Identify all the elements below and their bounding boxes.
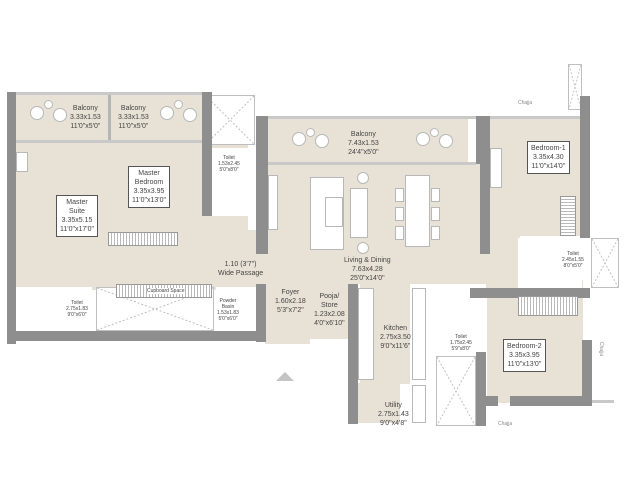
balcony-chair xyxy=(292,132,306,146)
dining-chair-3 xyxy=(395,226,404,240)
toilet-3-area xyxy=(16,287,92,331)
utility-label: Utility 2.75x1.43 9'0"x4'8" xyxy=(378,402,409,427)
wardrobe-bedroom2 xyxy=(518,296,578,316)
chajja-label-top: Chajja xyxy=(518,100,533,106)
wall-balcony-divider xyxy=(108,92,111,142)
kitchen-counter-right xyxy=(412,288,426,380)
wall-bedroom2-bottom xyxy=(510,396,592,406)
toilet-2-area xyxy=(518,238,582,290)
chajja-label-bottom: Chajja xyxy=(498,421,513,427)
balcony-chair xyxy=(315,134,329,148)
pooja-area xyxy=(310,284,348,339)
tv-unit-master xyxy=(16,152,28,172)
duct-kitchen xyxy=(436,356,476,426)
right-passage-area xyxy=(470,236,520,291)
kitchen-label: Kitchen 2.75x3.50 9'0"x11'6" xyxy=(380,325,411,350)
wall-living-right xyxy=(476,116,490,164)
north-arrow-icon xyxy=(276,372,294,381)
wall-right-lower xyxy=(582,340,592,402)
balcony-chair xyxy=(416,132,430,146)
bedroom1-top-line xyxy=(490,116,580,119)
wall-foyer-left xyxy=(256,284,266,342)
balcony-chair xyxy=(183,108,197,122)
powder-basin-label: Powder Basin 1.53x1.83 5'0"x6'0" xyxy=(217,298,239,322)
duct-right-toilet xyxy=(591,238,619,288)
balcony3-top-line xyxy=(268,116,476,119)
wardrobe-master xyxy=(108,232,178,246)
wall-kitchen-left xyxy=(348,284,358,424)
balcony-chair xyxy=(174,100,183,109)
wall-bottom-left xyxy=(7,331,265,341)
master-suite-label: Master Suite 3.35x5.15 11'0"x17'0" xyxy=(56,195,98,237)
passage-label: 1.10 (3'7") Wide Passage xyxy=(218,261,264,277)
side-table-top xyxy=(357,172,369,184)
balcony-chair xyxy=(44,100,53,109)
utility-area xyxy=(358,383,400,423)
foyer-area xyxy=(265,284,310,344)
toilet-2-label: Toilet 2.45x1.55 8'0"x5'0" xyxy=(562,251,584,269)
pooja-store-label: Pooja/ Store 1.23x2.08 4'0"x6'10" xyxy=(314,293,345,327)
duct-top-right xyxy=(568,64,582,110)
master-bedroom-label: Master Bedroom 3.35x3.95 11'0"x13'0" xyxy=(128,166,170,208)
wall-living-right-2 xyxy=(480,164,490,254)
cupboard-space: Cupboard Space xyxy=(116,284,212,298)
toilet-1-area xyxy=(212,148,250,216)
cupboard-space-label: Cupboard Space xyxy=(147,288,185,294)
wall-between-toilet-bed2 xyxy=(470,288,590,298)
balcony-top-line xyxy=(16,92,202,95)
foyer-label: Foyer 1.60x2.18 5'3"x7'2" xyxy=(275,289,306,314)
balcony-chair xyxy=(160,106,174,120)
dining-chair-5 xyxy=(431,207,440,221)
coffee-table xyxy=(325,197,343,227)
tv-unit-living xyxy=(268,175,278,230)
utility-counter xyxy=(412,385,426,423)
wall-living-left xyxy=(256,116,268,254)
balcony-chair xyxy=(306,128,315,137)
duct-top-left xyxy=(205,95,255,145)
balcony-glazing-living xyxy=(268,162,476,165)
wall-kitchen-duct xyxy=(476,352,486,426)
powder-area xyxy=(216,287,256,331)
desk-bedroom1 xyxy=(490,148,502,188)
balcony-2-label: Balcony 3.33x1.53 11'0"x5'0" xyxy=(118,105,149,130)
bedroom-2-label: Bedroom-2 3.35x3.95 11'0"x13'0" xyxy=(503,339,546,372)
balcony-chair xyxy=(439,134,453,148)
wall-bedroom1-right xyxy=(580,96,590,238)
balcony-chair xyxy=(430,128,439,137)
sofa-right xyxy=(350,188,368,238)
wall-toilet1-left xyxy=(202,92,212,216)
balcony-3-label: Balcony 7.43x1.53 24'4"x5'0" xyxy=(348,131,379,156)
dining-chair-4 xyxy=(431,188,440,202)
balcony-1-label: Balcony 3.33x1.53 11'0"x5'0" xyxy=(70,105,101,130)
side-table-bottom xyxy=(357,242,369,254)
wardrobe-bedroom1 xyxy=(560,196,576,236)
balcony-glazing-left xyxy=(16,140,202,143)
kitchen-counter-left xyxy=(358,288,374,380)
bedroom-1-label: Bedroom-1 3.35x4.30 11'0"x14'0" xyxy=(527,141,570,174)
wall-left xyxy=(7,92,16,344)
dining-table xyxy=(405,175,430,247)
toilet-3-label: Toilet 2.75x1.83 9'0"x6'0" xyxy=(66,300,88,318)
living-dining-label: Living & Dining 7.63x4.28 25'0"x14'0" xyxy=(344,257,391,282)
dining-chair-2 xyxy=(395,207,404,221)
dining-chair-1 xyxy=(395,188,404,202)
wall-bed2-left-bottom xyxy=(486,396,498,406)
toilet-1-label: Toilet 1.53x2.45 5'0"x8'0" xyxy=(218,155,240,173)
balcony-chair xyxy=(30,106,44,120)
chajja-label-right: Chajja xyxy=(598,341,605,357)
toilet-4-label: Toilet 1.75x2.45 5'9"x8'0" xyxy=(450,334,472,352)
balcony-chair xyxy=(53,108,67,122)
right-bottom-ledge xyxy=(592,400,614,403)
dining-chair-6 xyxy=(431,226,440,240)
